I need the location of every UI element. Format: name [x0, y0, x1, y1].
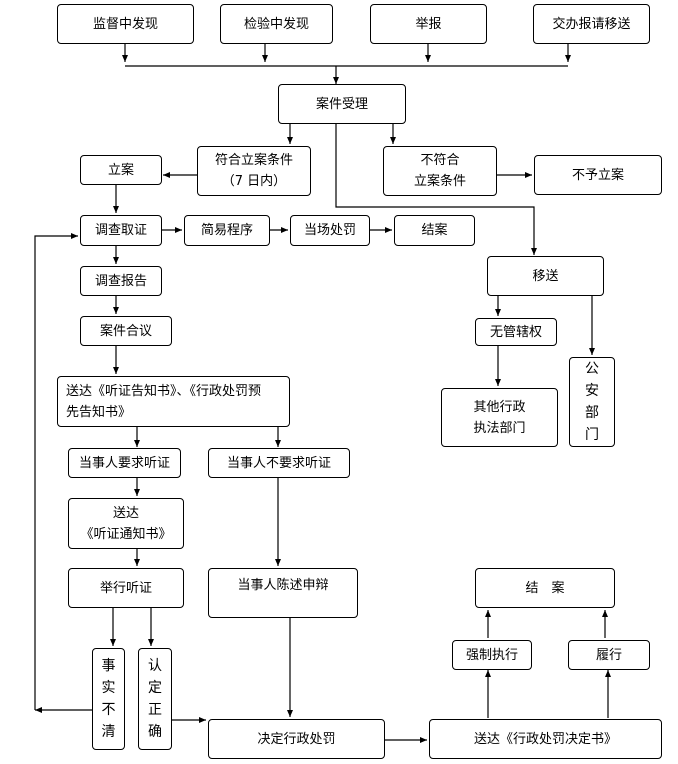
- node-shishi: 事实不清: [92, 648, 125, 750]
- node-shouli: 案件受理: [278, 84, 406, 124]
- node-jueding: 决定行政处罚: [208, 719, 385, 759]
- node-lian: 立案: [80, 155, 162, 185]
- node-qiangzhi: 强制执行: [452, 640, 532, 670]
- node-juxing: 举行听证: [68, 568, 184, 608]
- node-baogao: 调查报告: [80, 266, 162, 296]
- node-bufuhe: 不符合立案条件: [383, 146, 497, 196]
- node-songda2: 送达《听证通知书》: [68, 498, 184, 549]
- node-jiean2: 结 案: [475, 568, 615, 608]
- node-wuguan: 无管辖权: [475, 318, 557, 346]
- arrow-loop-to-diaocha: [34, 233, 78, 710]
- node-jianyi: 简易程序: [184, 215, 270, 246]
- node-yaoqiu: 当事人要求听证: [68, 448, 181, 478]
- node-chenshu: 当事人陈述申辩: [208, 568, 358, 618]
- node-jianyan: 检验中发现: [220, 4, 333, 44]
- node-songda1: 送达《听证告知书》、《行政处罚预先告知书》: [57, 376, 290, 427]
- node-gongan: 公安部门: [569, 357, 615, 447]
- node-jiean1: 结案: [394, 215, 475, 246]
- node-songda3: 送达《行政处罚决定书》: [429, 719, 662, 759]
- node-buyaoqiu: 当事人不要求听证: [208, 448, 350, 478]
- arrow-to-yisong: [335, 124, 537, 255]
- node-heyi: 案件合议: [80, 316, 172, 346]
- node-yisong: 移送: [487, 256, 604, 296]
- node-jubao: 举报: [370, 4, 487, 44]
- node-buyu: 不予立案: [534, 155, 662, 195]
- node-jiaoban: 交办报请移送: [533, 4, 650, 44]
- node-diaocha: 调查取证: [80, 215, 162, 246]
- node-rending: 认定正确: [138, 648, 172, 750]
- node-qita: 其他行政执法部门: [441, 388, 558, 447]
- node-dangchang: 当场处罚: [290, 215, 370, 246]
- node-fuhe: 符合立案条件（7 日内）: [197, 146, 311, 196]
- node-jiandu: 监督中发现: [57, 4, 194, 44]
- node-lvxing: 履行: [568, 640, 650, 670]
